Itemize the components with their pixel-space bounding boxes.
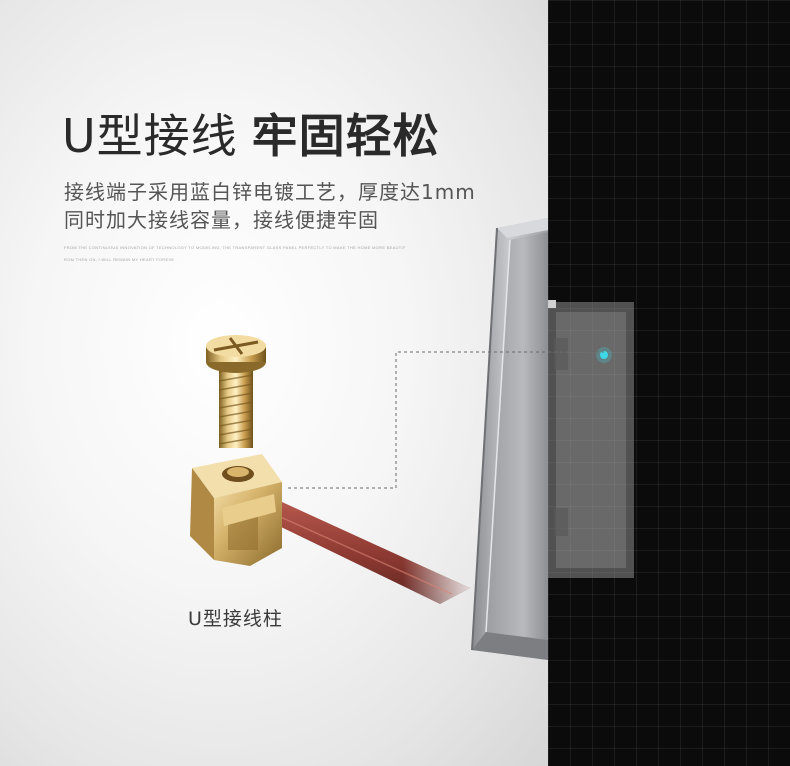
fine-print-line-2: ROM THEN ON, I WILL REMAIN MY HEART FORE… <box>64 257 175 262</box>
terminal-caption: U型接线柱 <box>188 608 283 630</box>
description-line-2: 同时加大接线容量，接线便捷牢固 <box>64 208 379 232</box>
wall-switch-illustration <box>471 218 634 660</box>
page-headline: U型接线牢固轻松 <box>62 108 440 164</box>
callout-dashed-line <box>288 351 604 489</box>
wire-illustration <box>246 502 470 604</box>
brass-screw-illustration <box>206 335 266 448</box>
headline-light-text: U型接线 <box>62 109 238 163</box>
light-background <box>0 0 548 766</box>
u-terminal-illustration <box>190 454 282 566</box>
fine-print-line-1: FROM THE CONTINUOUS INNOVATION OF TECHNO… <box>64 245 406 250</box>
description-line-1: 接线端子采用蓝白锌电镀工艺，厚度达1mm <box>64 180 476 204</box>
headline-bold-text: 牢固轻松 <box>251 109 440 163</box>
